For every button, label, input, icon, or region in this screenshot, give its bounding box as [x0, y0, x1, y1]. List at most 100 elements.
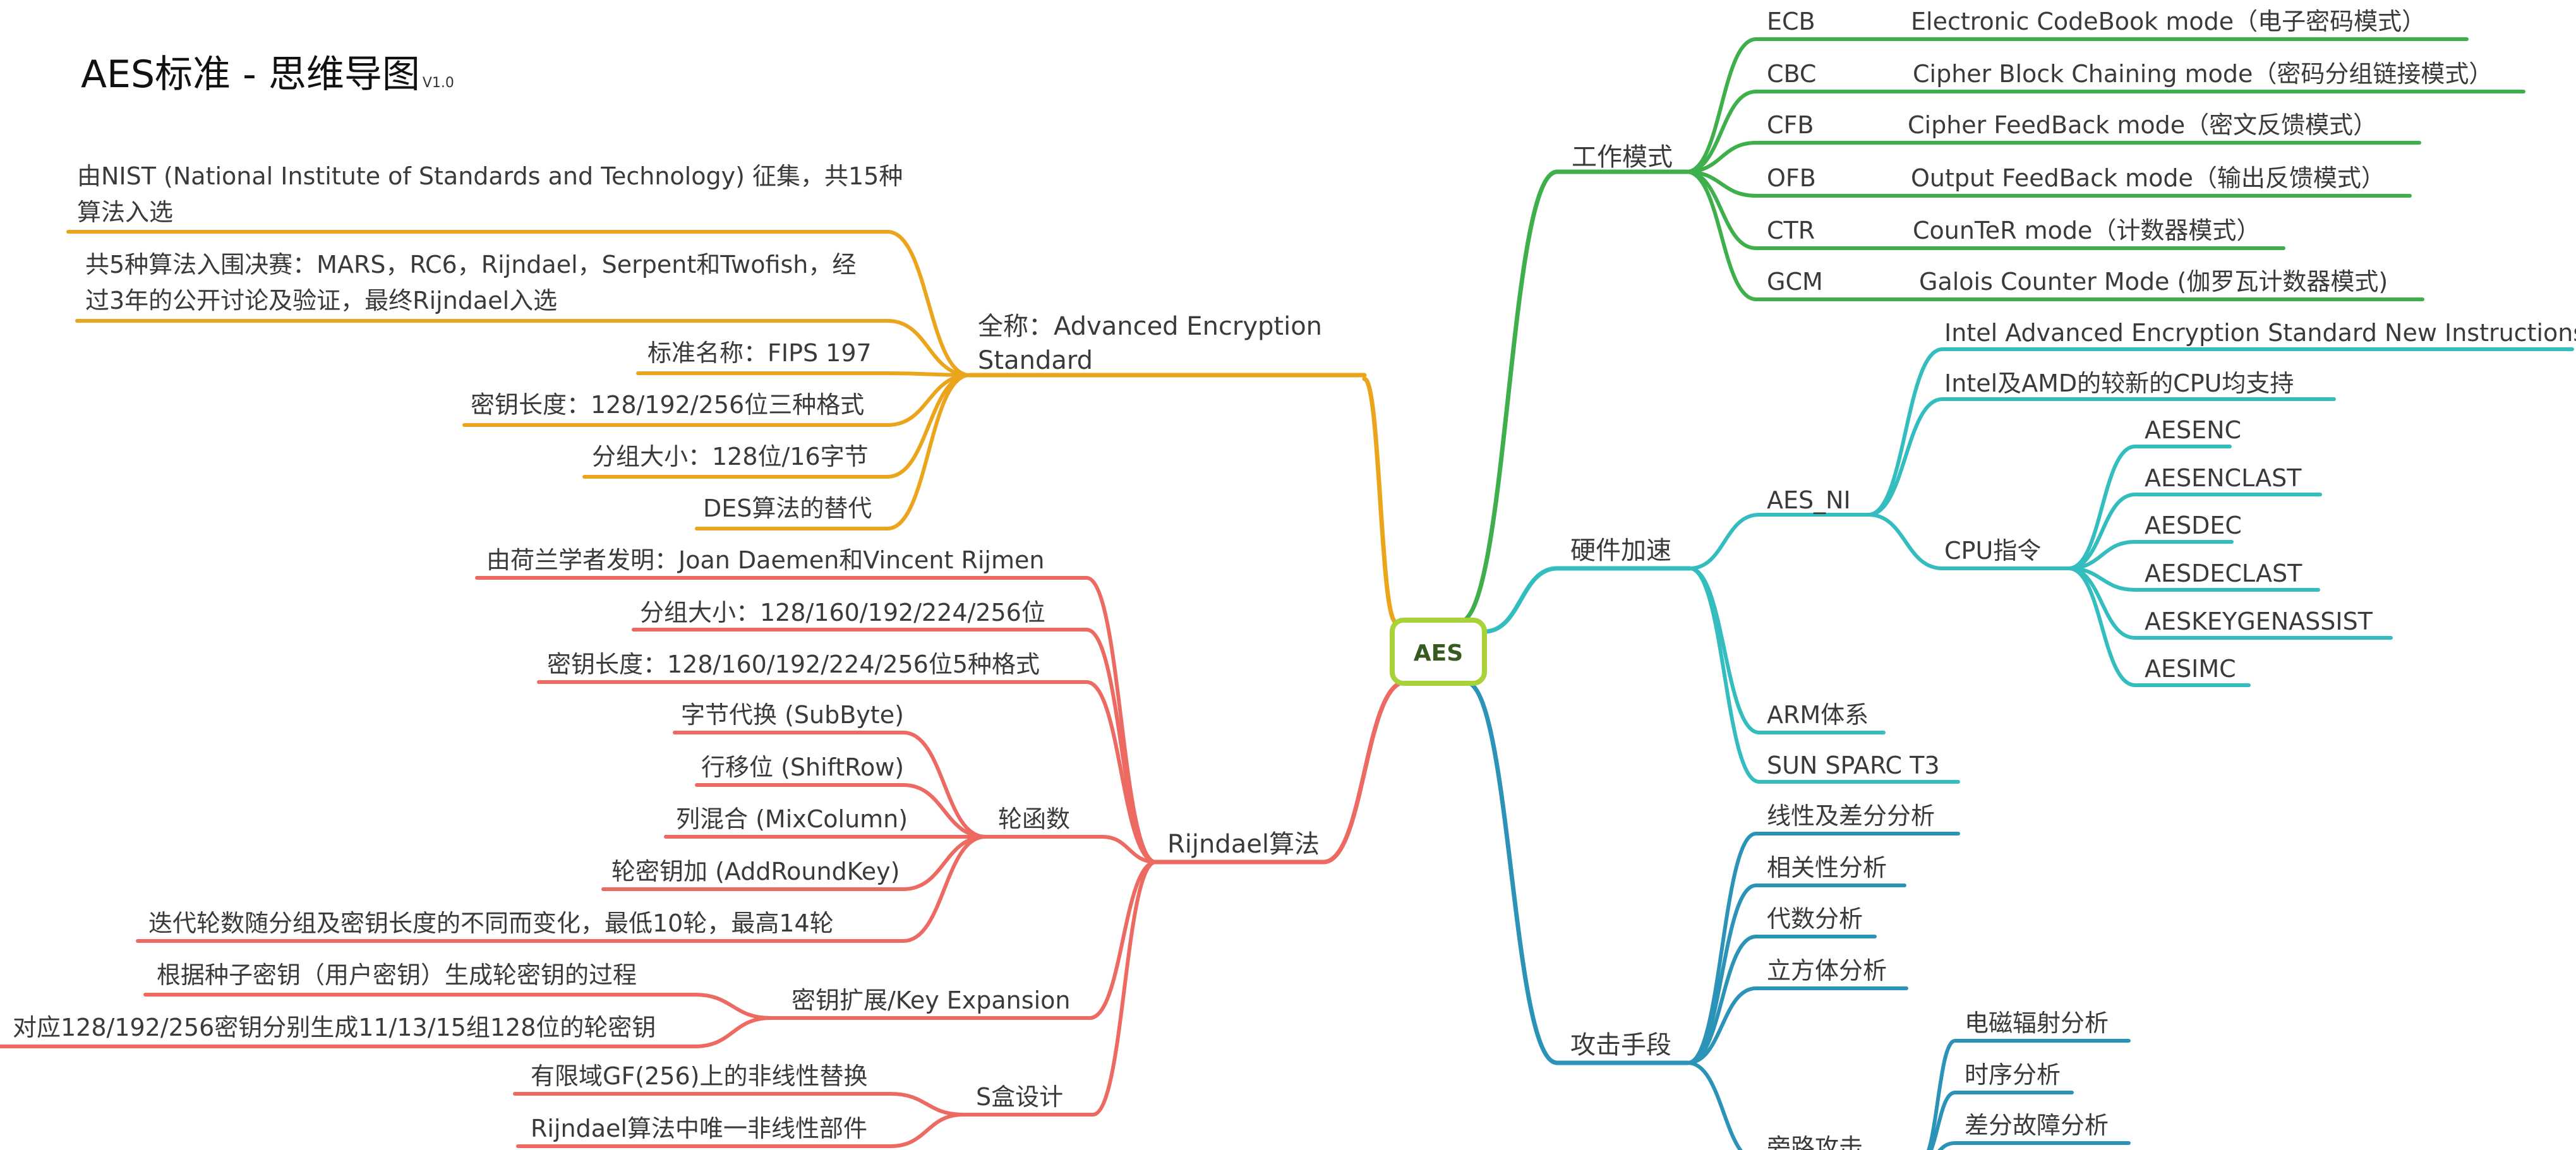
edge-rijndael-0	[1085, 576, 1158, 864]
node-round-item-2: 列混合 (MixColumn)	[676, 805, 908, 833]
edge-modes-2	[1685, 141, 1758, 174]
node-side-item-1: 时序分析	[1965, 1061, 2061, 1089]
edge-root-rijndael	[1321, 680, 1408, 865]
edge-attacks-1	[1686, 883, 1758, 1065]
node-aesni: AES_NI	[1767, 486, 1851, 514]
edge-root-fullname	[1362, 376, 1399, 625]
edge-rijndael-sbox	[1091, 860, 1158, 1117]
edge-keyexp-1	[693, 1016, 773, 1048]
node-mode-desc-0: Electronic CodeBook mode（电子密码模式）	[1911, 8, 2426, 35]
node-mode-desc-1: Cipher Block Chaining mode（密码分组链接模式）	[1913, 60, 2493, 88]
node-mode-desc-5: Galois Counter Mode (伽罗瓦计数器模式)	[1919, 268, 2388, 296]
node-aesni-item-0: Intel Advanced Encryption Standard New I…	[1944, 319, 2576, 347]
edge-rijndael-2	[1085, 680, 1158, 864]
node-round-item-1: 行移位 (ShiftRow)	[701, 753, 904, 781]
node-attacks-item-1: 相关性分析	[1767, 854, 1887, 882]
edge-attacks-3	[1686, 986, 1758, 1065]
node-aesni-item-1: Intel及AMD的较新的CPU均支持	[1944, 369, 2294, 397]
node-fullname-item-5: DES算法的替代	[703, 494, 872, 522]
root-node-aes[interactable]: AES	[1390, 618, 1487, 686]
node-keyexp-item-0: 根据种子密钥（用户密钥）生成轮密钥的过程	[157, 961, 637, 989]
edge-aesni-1	[1867, 397, 1944, 517]
node-keyexp-item-1: 对应128/192/256密钥分别生成11/13/15组128位的轮密钥	[13, 1014, 656, 1041]
edge-cpu-5	[2067, 566, 2137, 687]
node-rijndael-item-0: 由荷兰学者发明：Joan Daemen和Vincent Rijmen	[486, 546, 1044, 574]
edge-modes-1	[1685, 90, 1758, 174]
edge-fullname-4	[886, 373, 972, 479]
edge-root-modes	[1457, 169, 1560, 625]
node-side: 旁路攻击	[1767, 1134, 1863, 1150]
node-mode-abbr-3: OFB	[1767, 164, 1816, 192]
node-fullname-item-2: 标准名称：FIPS 197	[647, 339, 872, 367]
node-rijndael-item-2: 密钥长度：128/160/192/224/256位5种格式	[547, 650, 1040, 678]
edge-side-2	[1937, 1141, 1957, 1150]
node-mode-abbr-2: CFB	[1767, 111, 1814, 139]
node-cpu-item-1: AESENCLAST	[2145, 464, 2302, 492]
node-mode-abbr-1: CBC	[1767, 60, 1816, 88]
node-side-item-0: 电磁辐射分析	[1965, 1009, 2109, 1037]
node-hardware: 硬件加速	[1570, 536, 1671, 565]
edge-sbox-0	[889, 1092, 965, 1117]
edge-modes-0	[1685, 37, 1758, 174]
edge-rijndael-1	[1085, 628, 1158, 864]
node-attacks-item-0: 线性及差分分析	[1767, 802, 1935, 830]
node-cpu-item-3: AESDECLAST	[2145, 560, 2302, 587]
edge-aesni-0	[1867, 347, 1944, 517]
node-attacks: 攻击手段	[1570, 1031, 1671, 1060]
root-node-label: AES	[1414, 640, 1463, 666]
edge-side-0	[1927, 1039, 1957, 1150]
root-node-box	[1390, 618, 1487, 686]
edge-fullname-1	[886, 319, 972, 377]
edge-root-attacks	[1463, 680, 1560, 1065]
edge-fullname-2	[886, 371, 972, 377]
edge-sbox-1	[889, 1113, 965, 1148]
edge-hardware-1	[1688, 566, 1761, 784]
edge-hardware-0	[1688, 566, 1761, 734]
node-keyexp: 密钥扩展/Key Expansion	[791, 986, 1070, 1014]
node-hardware-item-0: ARM体系	[1767, 701, 1869, 729]
node-sbox-item-0: 有限域GF(256)上的非线性替换	[531, 1062, 868, 1090]
node-round: 轮函数	[998, 805, 1070, 833]
edge-round-0	[901, 731, 987, 839]
node-rijndael-item-1: 分组大小：128/160/192/224/256位	[640, 599, 1045, 626]
node-rijndael: Rijndael算法	[1167, 830, 1320, 859]
edge-keyexp-0	[693, 993, 773, 1020]
node-mode-desc-2: Cipher FeedBack mode（密文反馈模式）	[1908, 111, 2377, 139]
node-fullname-item-1: 共5种算法入围决赛：MARS，RC6，Rijndael，Serpent和Twof…	[85, 251, 856, 314]
edge-aesni-cpu	[1867, 513, 1944, 570]
node-cpu-item-4: AESKEYGENASSIST	[2145, 608, 2373, 635]
edge-round-3	[901, 835, 987, 891]
edge-rijndael-keyexp	[1088, 860, 1158, 1020]
node-fullname-item-0: 由NIST (National Institute of Standards a…	[77, 162, 903, 226]
node-mode-desc-3: Output FeedBack mode（输出反馈模式）	[1911, 164, 2385, 192]
node-cpu-item-2: AESDEC	[2145, 512, 2242, 539]
node-cpu-item-5: AESIMC	[2145, 655, 2236, 683]
mind-map-edges	[0, 37, 2574, 1150]
edge-attacks-side	[1686, 1061, 1743, 1150]
node-cpu-item-0: AESENC	[2145, 416, 2241, 444]
edge-root-hardware	[1482, 566, 1560, 634]
edge-rijndael-round	[1100, 835, 1158, 864]
node-round-item-0: 字节代换 (SubByte)	[681, 701, 904, 729]
edge-hardware-aesni	[1688, 513, 1761, 570]
node-sbox-item-1: Rijndael算法中唯一非线性部件	[531, 1115, 867, 1142]
node-attacks-item-2: 代数分析	[1767, 905, 1863, 933]
edge-round-1	[901, 783, 987, 839]
edge-cpu-0	[2067, 445, 2137, 570]
edge-fullname-5	[886, 373, 972, 530]
node-attacks-item-3: 立方体分析	[1767, 957, 1887, 985]
node-fullname-item-4: 分组大小：128位/16字节	[592, 443, 869, 470]
edge-modes-5	[1685, 170, 1758, 301]
node-mode-abbr-0: ECB	[1767, 8, 1815, 35]
node-mode-desc-4: CounTeR mode（计数器模式）	[1913, 217, 2260, 244]
edge-side-1	[1929, 1091, 1957, 1150]
edge-attacks-2	[1686, 935, 1758, 1065]
node-modes: 工作模式	[1572, 143, 1673, 172]
node-hardware-item-1: SUN SPARC T3	[1767, 752, 1940, 779]
edge-round-4	[901, 835, 987, 943]
node-side-item-2: 差分故障分析	[1965, 1111, 2109, 1139]
